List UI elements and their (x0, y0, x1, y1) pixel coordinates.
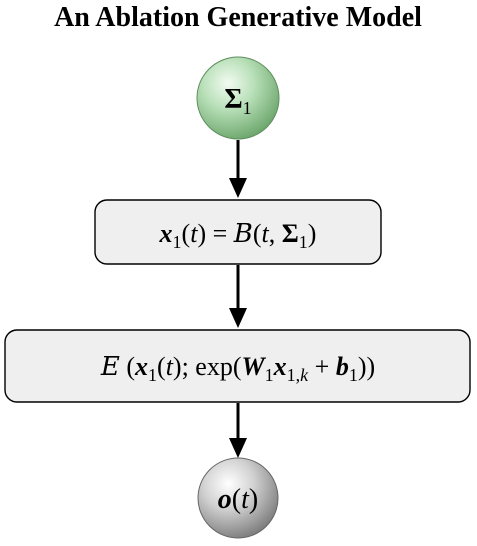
block1-node: x1(t) = B(t, Σ1) (94, 199, 382, 265)
output-node-circle (197, 457, 279, 539)
output-node: o(t) (197, 457, 279, 539)
block2-part-8: 1 (265, 365, 274, 385)
input-node: Σ1 (196, 56, 280, 140)
block1-part-7: t (262, 219, 270, 248)
input-node-circle (196, 56, 280, 140)
block1-box (94, 199, 382, 265)
block1-part-6: ( (253, 219, 262, 248)
block2-part-9: x (273, 352, 287, 381)
diagram-title: An Ablation Generative Model (54, 2, 422, 33)
output-part-3: ) (249, 484, 258, 515)
block2-part-15: )) (358, 352, 375, 381)
block2-part-2: x (134, 352, 148, 381)
output-part-2: t (241, 484, 250, 515)
arrow-input-to-block1 (229, 140, 247, 198)
block2-node: E (x1(t); exp(W1x1,k + b1)) (4, 329, 471, 403)
block1-part-4: ) = (197, 219, 233, 248)
block1-part-2: ( (182, 219, 191, 248)
output-part-1: ( (232, 484, 241, 515)
arrow-block1-to-block2 (229, 265, 247, 328)
sigma-symbol: Σ (224, 84, 242, 115)
block2-equation: E (x1(t); exp(W1x1,k + b1)) (100, 352, 375, 385)
block1-part-9: Σ (282, 219, 299, 248)
block2-part-10: 1, (287, 365, 301, 385)
block1-part-3: t (190, 219, 198, 248)
arrow-block2-to-output (229, 403, 247, 458)
block2-part-6: ); exp( (173, 352, 242, 381)
input-node-label: Σ1 (224, 84, 251, 118)
block1-part-11: ) (308, 219, 317, 248)
block2-box (4, 329, 471, 403)
block2-part-1: ( (120, 352, 135, 381)
block1-part-10: 1 (299, 232, 308, 252)
block2-part-4: ( (157, 352, 166, 381)
block2-part-13: b (336, 352, 349, 381)
block2-part-14: 1 (349, 365, 358, 385)
sigma-subscript: 1 (243, 98, 252, 118)
block2-part-11: k (300, 365, 309, 385)
output-node-label: o(t) (218, 484, 258, 515)
output-part-0: o (218, 484, 232, 515)
block1-part-5: B (233, 219, 253, 249)
block2-part-12: + (308, 352, 336, 381)
block2-part-7: W (242, 352, 267, 381)
block1-part-8: , (269, 219, 282, 248)
block2-part-5: t (166, 352, 174, 381)
block2-part-0: E (100, 352, 120, 382)
block1-part-0: x (159, 219, 173, 248)
block1-part-1: 1 (173, 232, 182, 252)
block2-part-3: 1 (148, 365, 157, 385)
block1-equation: x1(t) = B(t, Σ1) (159, 219, 317, 252)
